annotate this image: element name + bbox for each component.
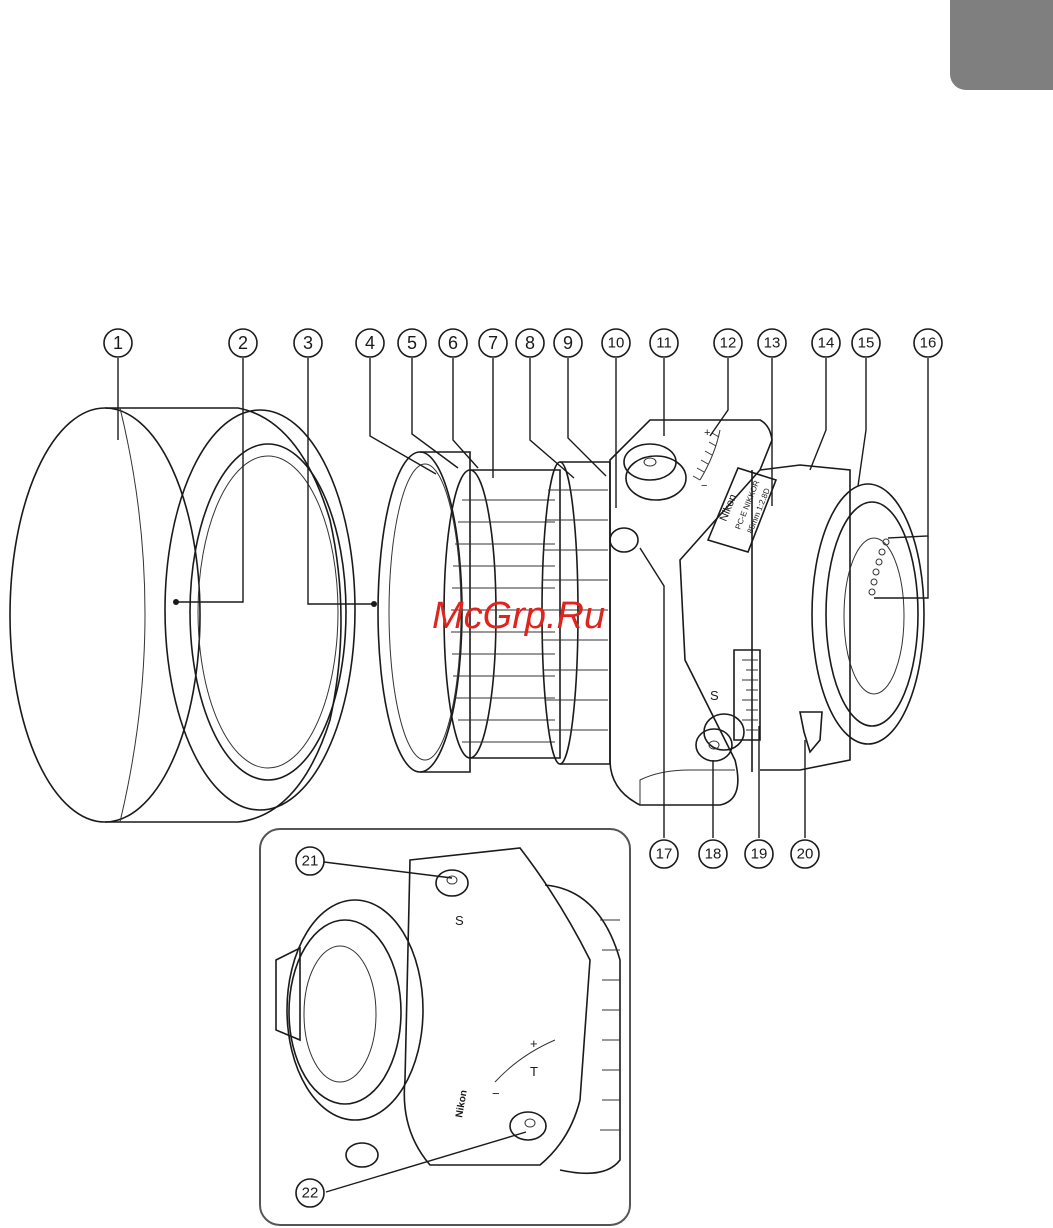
callout-8-label: 8 xyxy=(525,333,535,353)
callout-11-label: 11 xyxy=(656,335,672,352)
tilt-knob xyxy=(624,444,686,500)
callout-16: 16 xyxy=(914,329,942,357)
callout-6-label: 6 xyxy=(448,333,458,353)
callout-11: 11 xyxy=(650,329,678,357)
callout-21: 21 xyxy=(296,847,324,875)
name-plate: Nikon PC-E NIKKOR 85mm 1:2.8D xyxy=(708,468,776,552)
tilt-minus: − xyxy=(701,480,707,492)
lens-hood xyxy=(10,408,355,822)
shift-letter: S xyxy=(710,688,719,703)
callout-7-label: 7 xyxy=(488,333,498,353)
callout-13: 13 xyxy=(758,329,786,357)
callout-3-label: 3 xyxy=(303,333,313,353)
callout-12: 12 xyxy=(714,329,742,357)
callout-21-label: 21 xyxy=(302,853,319,870)
callout-12-label: 12 xyxy=(720,335,737,352)
callout-8: 8 xyxy=(516,329,544,357)
callout-14: 14 xyxy=(812,329,840,357)
callout-18: 18 xyxy=(699,840,727,868)
callout-20-label: 20 xyxy=(797,846,814,863)
tilt-plus: + xyxy=(704,427,710,439)
inset-minus: − xyxy=(492,1086,500,1101)
tilt-shift-body: Nikon PC-E NIKKOR 85mm 1:2.8D + − xyxy=(610,420,776,805)
inset-plus: + xyxy=(530,1036,538,1051)
inset-view: + − T S Nikon xyxy=(260,829,630,1225)
callout-22-label: 22 xyxy=(302,1185,319,1202)
callout-10-label: 10 xyxy=(608,335,625,352)
callout-10: 10 xyxy=(602,329,630,357)
inset-tilt-letter: T xyxy=(530,1064,538,1079)
callout-4-label: 4 xyxy=(365,333,375,353)
callout-1: 1 xyxy=(104,329,132,357)
depth-of-field-preview-button xyxy=(610,528,638,552)
shift-knob xyxy=(696,714,744,761)
callout-18-label: 18 xyxy=(705,846,722,863)
callout-17: 17 xyxy=(650,840,678,868)
callout-5-label: 5 xyxy=(407,333,417,353)
cpu-contacts xyxy=(869,539,889,595)
callout-6: 6 xyxy=(439,329,467,357)
callout-15: 15 xyxy=(852,329,880,357)
callout-19-label: 19 xyxy=(751,846,768,863)
callout-7: 7 xyxy=(479,329,507,357)
callout-2: 2 xyxy=(229,329,257,357)
callout-22: 22 xyxy=(296,1179,324,1207)
callout-16-label: 16 xyxy=(920,335,937,352)
callout-2-label: 2 xyxy=(238,333,248,353)
watermark-text: McGrp.Ru xyxy=(432,595,605,637)
callout-3: 3 xyxy=(294,329,322,357)
callout-1-label: 1 xyxy=(113,333,123,353)
callout-9-label: 9 xyxy=(563,333,573,353)
callout-13-label: 13 xyxy=(764,335,781,352)
callout-17-label: 17 xyxy=(656,846,673,863)
callout-4: 4 xyxy=(356,329,384,357)
callout-14-label: 14 xyxy=(818,335,835,352)
callout-19: 19 xyxy=(745,840,773,868)
callout-15-label: 15 xyxy=(858,335,875,352)
callout-5: 5 xyxy=(398,329,426,357)
lens-mount-lever xyxy=(800,712,822,752)
inset-shift-letter: S xyxy=(455,913,464,928)
callout-9: 9 xyxy=(554,329,582,357)
tilt-scale: + − xyxy=(693,427,720,492)
callout-20: 20 xyxy=(791,840,819,868)
